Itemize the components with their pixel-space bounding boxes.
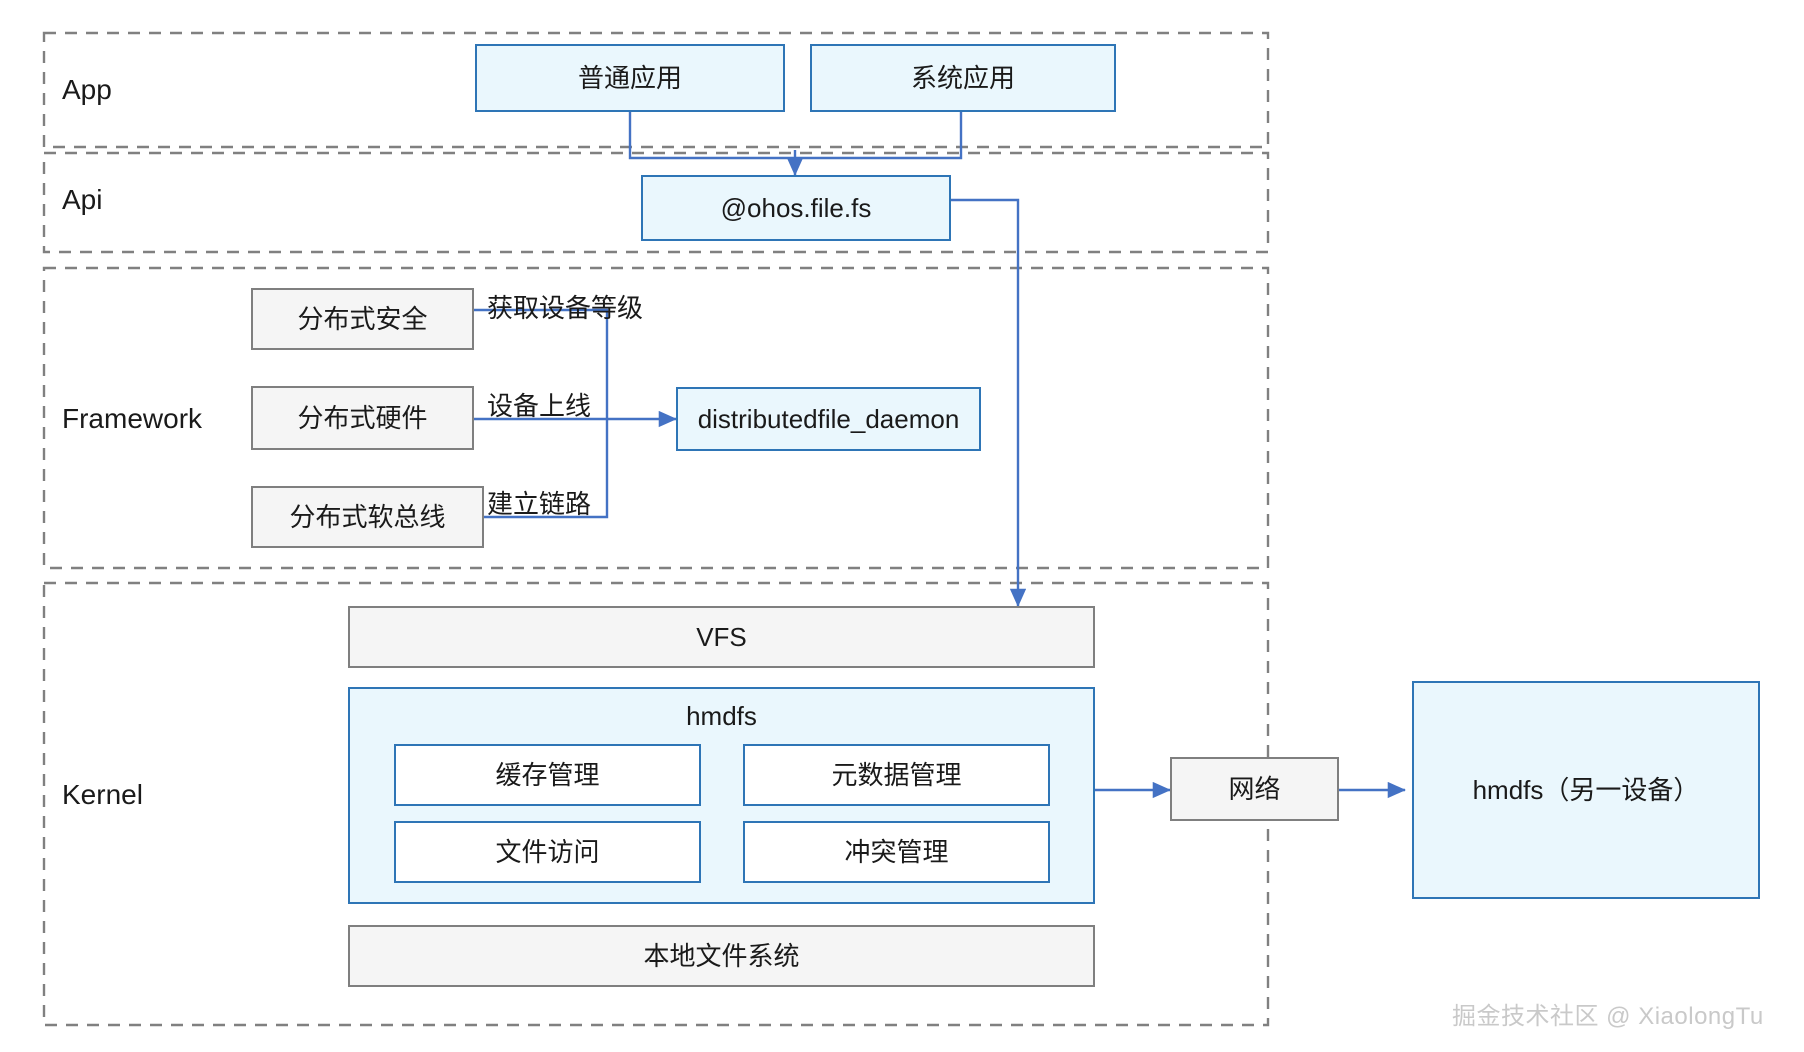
layer-label-app: App: [62, 74, 112, 105]
node-distributed-hardware[interactable]: 分布式硬件: [251, 386, 474, 450]
node-local-filesystem[interactable]: 本地文件系统: [348, 925, 1095, 987]
node-distributed-security[interactable]: 分布式安全: [251, 288, 474, 350]
node-metadata-management[interactable]: 元数据管理: [743, 744, 1050, 806]
node-ohos-file-fs[interactable]: @ohos.file.fs: [641, 175, 951, 241]
node-vfs[interactable]: VFS: [348, 606, 1095, 668]
edge-normal-app-to-api: [628, 112, 795, 160]
edge-system-app-to-api: [795, 112, 963, 160]
layer-label-api: Api: [62, 184, 103, 215]
node-conflict-management[interactable]: 冲突管理: [743, 821, 1050, 883]
node-file-access[interactable]: 文件访问: [394, 821, 701, 883]
layer-label-kernel: Kernel: [62, 779, 143, 810]
node-distributedfile-daemon[interactable]: distributedfile_daemon: [676, 387, 981, 451]
watermark: 掘金技术社区 @ XiaolongTu: [1452, 1003, 1764, 1030]
edge-label-establish-link: 建立链路: [487, 489, 592, 519]
node-system-app[interactable]: 系统应用: [810, 44, 1116, 112]
node-hmdfs-title: hmdfs: [686, 701, 757, 731]
edge-label-device-online: 设备上线: [487, 391, 592, 421]
node-cache-management[interactable]: 缓存管理: [394, 744, 701, 806]
section-border-framework: [42, 266, 1270, 570]
node-normal-app[interactable]: 普通应用: [475, 44, 785, 112]
node-distributed-softbus[interactable]: 分布式软总线: [251, 486, 484, 548]
node-network[interactable]: 网络: [1170, 757, 1339, 821]
edge-label-get-device-level: 获取设备等级: [487, 293, 644, 323]
node-remote-hmdfs[interactable]: hmdfs（另一设备）: [1412, 681, 1760, 899]
layer-label-framework: Framework: [62, 403, 203, 434]
